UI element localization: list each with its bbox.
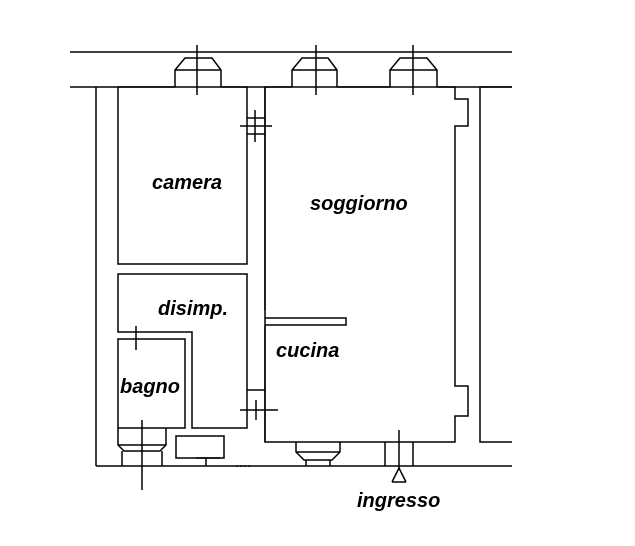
room-label-bagno: bagno — [120, 376, 180, 398]
outer-wall-right — [479, 86, 512, 443]
window-cucina — [295, 442, 341, 466]
entrance-label: ingresso — [357, 490, 440, 512]
room-label-cucina: cucina — [276, 340, 339, 362]
outer-wall-top — [70, 51, 512, 88]
door-disimpegno-cucina — [240, 389, 278, 420]
cucina-partition — [265, 317, 347, 326]
outer-wall-bottom — [95, 87, 512, 467]
room-soggiorno-cucina-outline — [264, 86, 469, 443]
room-disimpegno-outline — [117, 273, 248, 429]
room-label-camera: camera — [152, 172, 222, 194]
room-label-soggiorno: soggiorno — [310, 193, 408, 215]
room-bagno-outline — [117, 338, 186, 429]
window-bagno — [117, 420, 167, 490]
utility-box — [175, 435, 225, 459]
room-camera-outline — [117, 86, 248, 265]
room-label-disimpegno: disimp. — [158, 298, 228, 320]
door-camera-soggiorno — [240, 110, 272, 142]
entrance-door — [384, 430, 414, 483]
